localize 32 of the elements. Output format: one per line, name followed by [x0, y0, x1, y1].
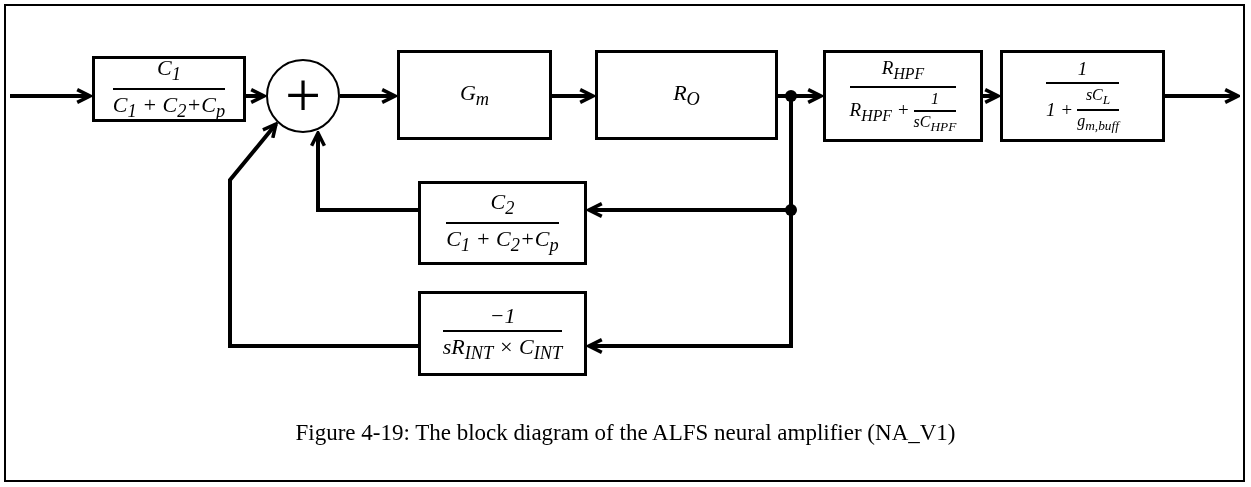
plus-sign: +	[284, 64, 322, 128]
transfer-function-block	[1000, 50, 1165, 142]
numerator: −1	[489, 303, 516, 327]
feedback-arrow	[228, 122, 418, 348]
transfer-function-block	[92, 56, 246, 122]
transfer-function-block	[823, 50, 983, 142]
feedback-arrow	[309, 131, 418, 212]
denominator: g$_{m,buff}$	[1077, 112, 1119, 134]
denominator-term: R$_{HPF}$ +	[849, 100, 910, 125]
denominator: sR$_{INT}$ × C$_{INT}$	[442, 334, 563, 364]
transfer-function-block	[418, 291, 587, 376]
denominator: C$_{1}$ + C$_{2}$+C$_{p}$	[446, 227, 559, 256]
numerator: 1	[1077, 58, 1088, 79]
numerator: 1	[930, 90, 939, 108]
block-label: G$_{m}$	[459, 80, 490, 110]
arrow	[246, 87, 266, 105]
numerator: R$_{HPF}$	[881, 58, 925, 83]
transfer-function-block	[418, 181, 587, 265]
figure-caption: Figure 4-19: The block diagram of the ALFS neural amplifier (NA_V1)	[295, 420, 956, 445]
arrow	[340, 87, 397, 105]
block-label: R$_{O}$	[673, 80, 700, 110]
arrow	[983, 87, 1000, 105]
arrow	[1165, 87, 1240, 105]
arrow	[552, 87, 595, 105]
denominator: sC$_{HPF}$	[913, 113, 957, 134]
numerator: sC$_{L}$	[1085, 86, 1111, 107]
transfer-function-block	[397, 50, 552, 140]
denominator-term: 1 +	[1046, 100, 1074, 120]
numerator: C$_{2}$	[490, 190, 515, 219]
arrow	[10, 87, 92, 105]
transfer-function-block	[595, 50, 778, 140]
numerator: C$_{1}$	[157, 56, 181, 85]
